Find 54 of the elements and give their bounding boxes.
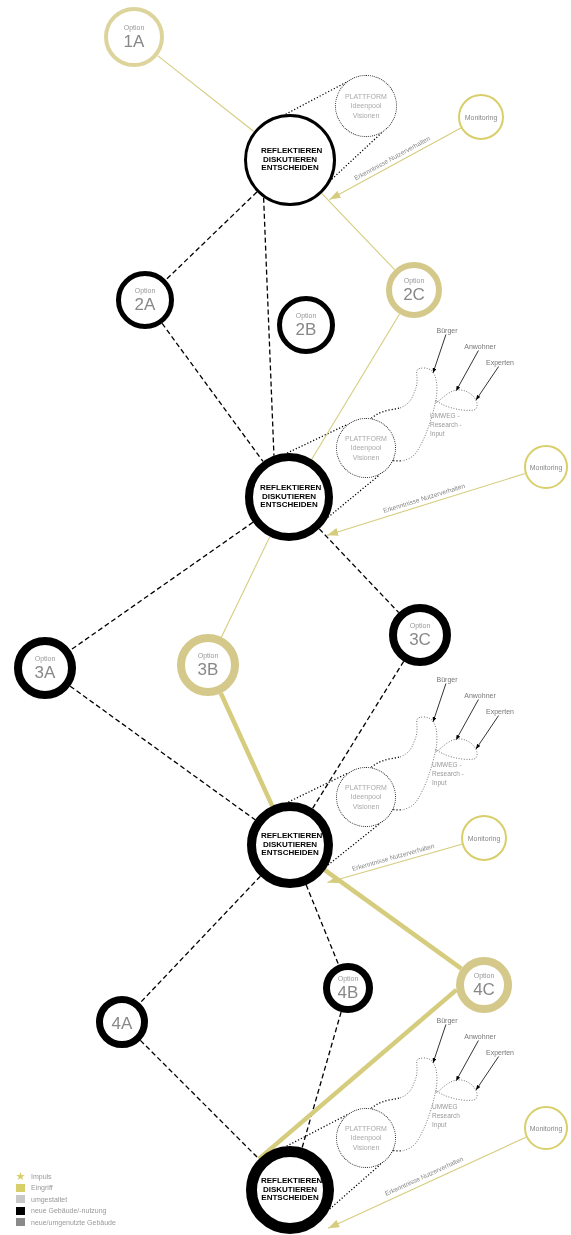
connector-line (220, 536, 271, 638)
monitoring-circle (524, 1106, 568, 1150)
dotted-line (370, 1097, 403, 1152)
arrow (326, 843, 463, 884)
decision-circle (244, 114, 336, 206)
arrow (329, 127, 462, 201)
option-code: 2B (295, 321, 317, 338)
option-code: 4C (473, 981, 495, 998)
decision-circle (247, 802, 333, 888)
option-circle (386, 262, 442, 318)
connector-line (311, 313, 401, 460)
monitoring-circle (461, 815, 507, 861)
dashed-line (301, 1011, 342, 1149)
arrow (326, 473, 526, 536)
dotted-line (370, 407, 403, 462)
decision-circle (245, 453, 333, 541)
dotted-line (370, 756, 403, 811)
option-code: 3A (34, 664, 56, 681)
option-code: 4B (337, 984, 359, 1001)
option-code: 4A (111, 1014, 133, 1032)
dashed-line (262, 197, 275, 457)
monitoring-circle (458, 94, 504, 140)
option-circle (96, 996, 148, 1048)
monitoring-circle (524, 445, 568, 489)
decision-circle (246, 1146, 334, 1234)
dotted-line (285, 81, 383, 180)
dotted-line (286, 423, 381, 518)
dashed-line (312, 660, 405, 810)
option-code: 2A (134, 296, 156, 313)
option-circle (116, 271, 174, 329)
option-code: 1A (123, 33, 145, 50)
connector-line (218, 692, 275, 807)
dashed-line (161, 322, 264, 463)
connector-line (323, 868, 463, 971)
option-code: 2C (403, 286, 425, 303)
dashed-line (69, 521, 254, 651)
option-circle (456, 957, 512, 1013)
connector-line (257, 988, 458, 1161)
option-circle (104, 7, 164, 67)
option-circle (389, 604, 451, 666)
dashed-line (305, 884, 340, 966)
connector-line (321, 192, 396, 271)
option-code: 3C (409, 631, 431, 648)
dashed-line (318, 528, 400, 614)
dashed-line (165, 191, 258, 281)
dashed-line (139, 875, 262, 1004)
dashed-line (139, 1039, 260, 1160)
arrow (327, 1136, 527, 1229)
connector-line (157, 55, 255, 133)
dotted-line (286, 1114, 382, 1210)
dashed-line (69, 685, 256, 821)
option-circle (323, 963, 373, 1013)
option-code: 3B (197, 661, 219, 678)
option-circle (277, 296, 335, 354)
